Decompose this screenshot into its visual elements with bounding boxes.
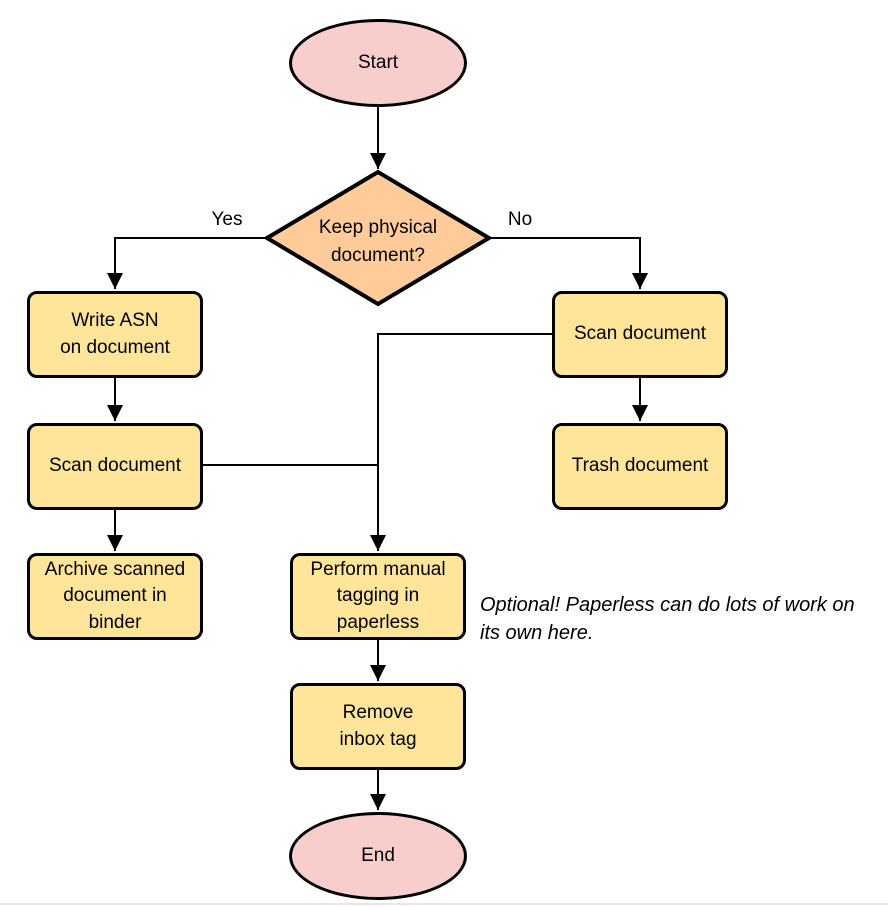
node-scan-document-left: Scan document: [27, 423, 203, 510]
node-archive-binder: Archive scanned document in binder: [27, 553, 203, 640]
node-trash-document: Trash document: [552, 423, 728, 510]
node-remove-inbox-tag: Remove inbox tag: [290, 683, 466, 770]
node-end: End: [289, 812, 467, 900]
node-scan-document-right: Scan document: [552, 291, 728, 378]
edge-scan-right-to-tagging: [370, 333, 552, 551]
node-decision: Keep physical document?: [263, 168, 493, 308]
edge-label-no: No: [507, 209, 533, 230]
node-manual-tagging: Perform manual tagging in paperless: [290, 553, 466, 640]
optional-note: Optional! Paperless can do lots of work …: [480, 594, 855, 645]
node-decision-label: Keep physical document?: [318, 217, 438, 266]
edge-decision-yes-to-write-asn: [107, 237, 265, 289]
node-write-asn: Write ASN on document: [27, 291, 203, 378]
decision-diamond-shape: [263, 169, 493, 307]
edge-decision-no-to-scan-right: [490, 237, 648, 289]
bottom-page-edge: [0, 903, 888, 905]
node-start: Start: [289, 19, 467, 107]
edge-label-yes: Yes: [211, 209, 243, 230]
